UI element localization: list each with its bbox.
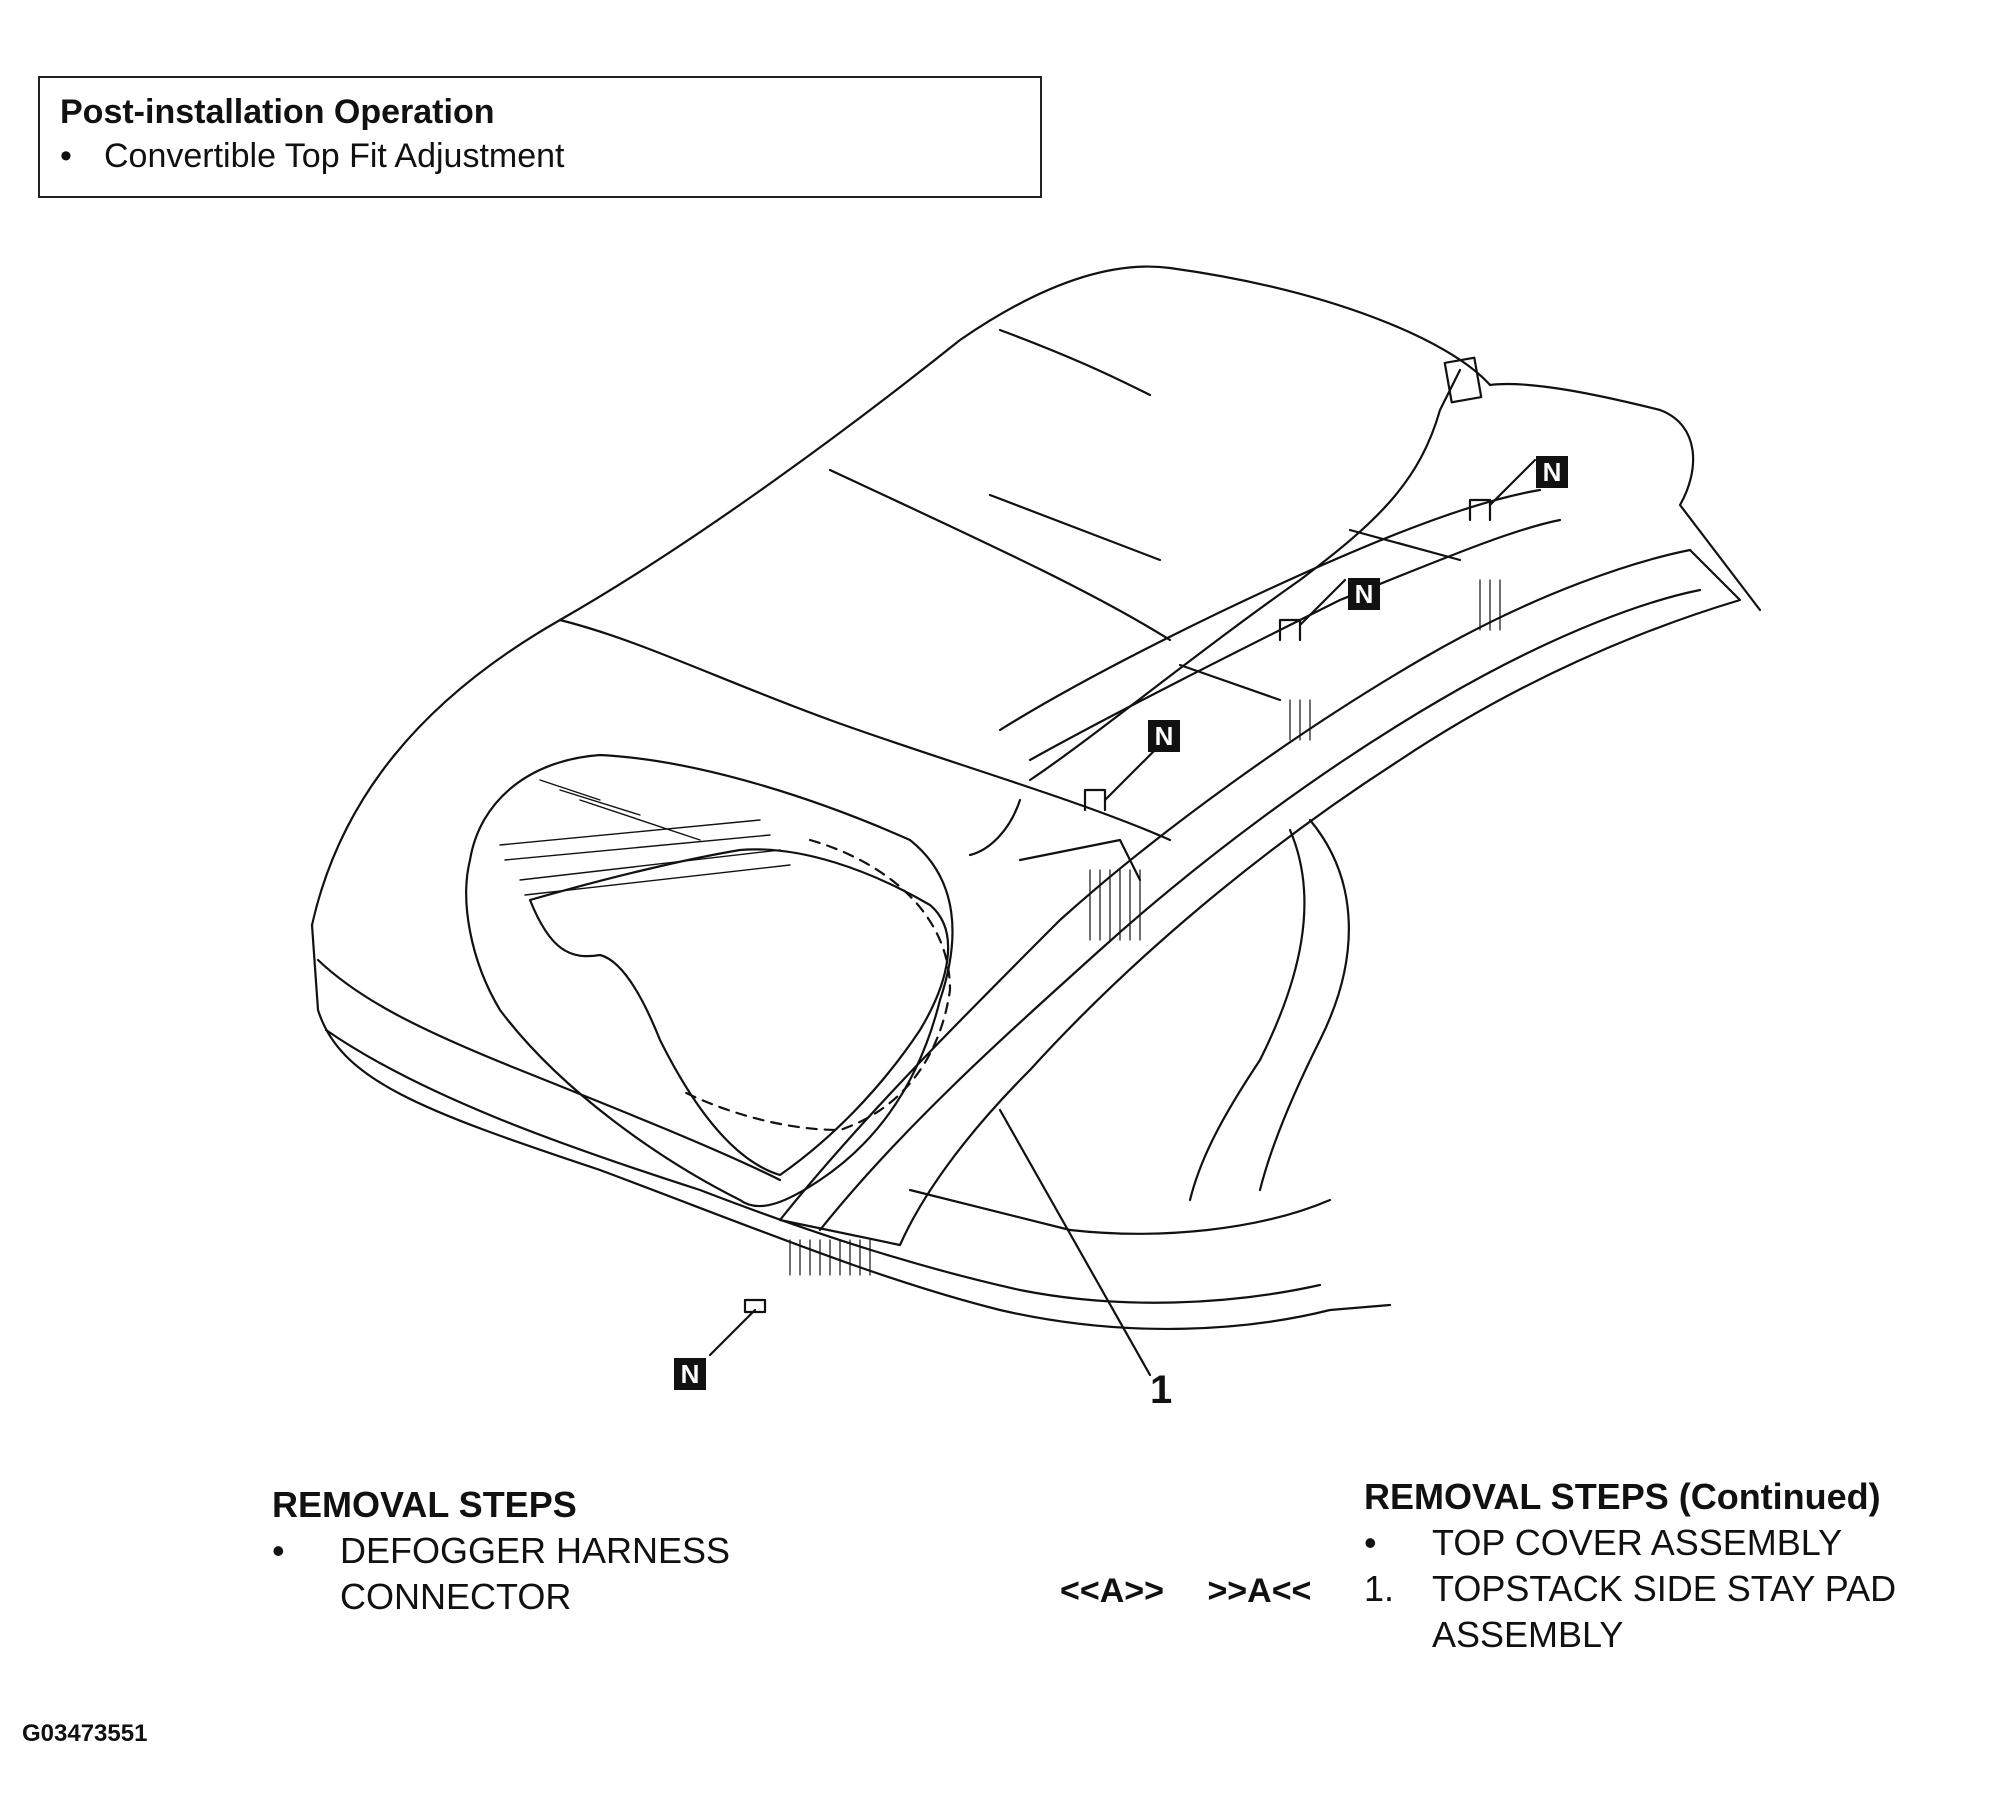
- n-label: N: [674, 1358, 706, 1390]
- part-callout-1: 1: [1150, 1368, 1173, 1412]
- list-item: 1. TOPSTACK SIDE STAY PAD ASSEMBLY: [1364, 1566, 1972, 1658]
- service-point-marks: <<A>> >>A<<: [1060, 1572, 1311, 1611]
- n-label: N: [1148, 720, 1180, 752]
- bullet-icon: •: [1364, 1522, 1377, 1563]
- step-text: TOPSTACK SIDE STAY PAD ASSEMBLY: [1432, 1568, 1897, 1655]
- list-item: • TOP COVER ASSEMBLY: [1364, 1520, 1972, 1566]
- removal-steps-title: REMOVAL STEPS: [272, 1484, 577, 1525]
- side-stay-pad: [778, 548, 1742, 1247]
- step-text: DEFOGGER HARNESS CONNECTOR: [340, 1530, 731, 1617]
- rear-bottom-edge: [310, 923, 1392, 1330]
- post-installation-item-text: Convertible Top Fit Adjustment: [104, 137, 565, 175]
- post-installation-item: • Convertible Top Fit Adjustment: [60, 136, 1020, 176]
- n-label: N: [1348, 578, 1380, 610]
- figure-id: G03473551: [22, 1720, 148, 1747]
- cover-flap: [528, 848, 950, 1177]
- removal-steps-continued: REMOVAL STEPS (Continued) • TOP COVER AS…: [1364, 1474, 1972, 1658]
- list-item: • DEFOGGER HARNESS CONNECTOR: [272, 1528, 780, 1620]
- post-installation-box: Post-installation Operation • Convertibl…: [38, 76, 1042, 198]
- post-installation-title: Post-installation Operation: [60, 93, 495, 131]
- defogger-harness: [1028, 368, 1462, 782]
- top-shell-outline: [310, 265, 1762, 927]
- rear-window: [465, 753, 954, 1208]
- removal-steps-continued-title: REMOVAL STEPS (Continued): [1364, 1476, 1881, 1517]
- n-label: N: [1536, 456, 1568, 488]
- step-text: TOP COVER ASSEMBLY: [1432, 1522, 1843, 1563]
- removal-steps: REMOVAL STEPS • DEFOGGER HARNESS CONNECT…: [272, 1482, 780, 1620]
- clip-shapes: [743, 498, 1492, 1314]
- bullet-icon: •: [272, 1530, 285, 1571]
- installation-service-point: >>A<<: [1207, 1572, 1312, 1610]
- removal-service-point: <<A>>: [1060, 1572, 1164, 1610]
- bullet-icon: •: [60, 137, 72, 175]
- step-number: 1.: [1364, 1568, 1395, 1609]
- harness-connector: [1443, 356, 1483, 404]
